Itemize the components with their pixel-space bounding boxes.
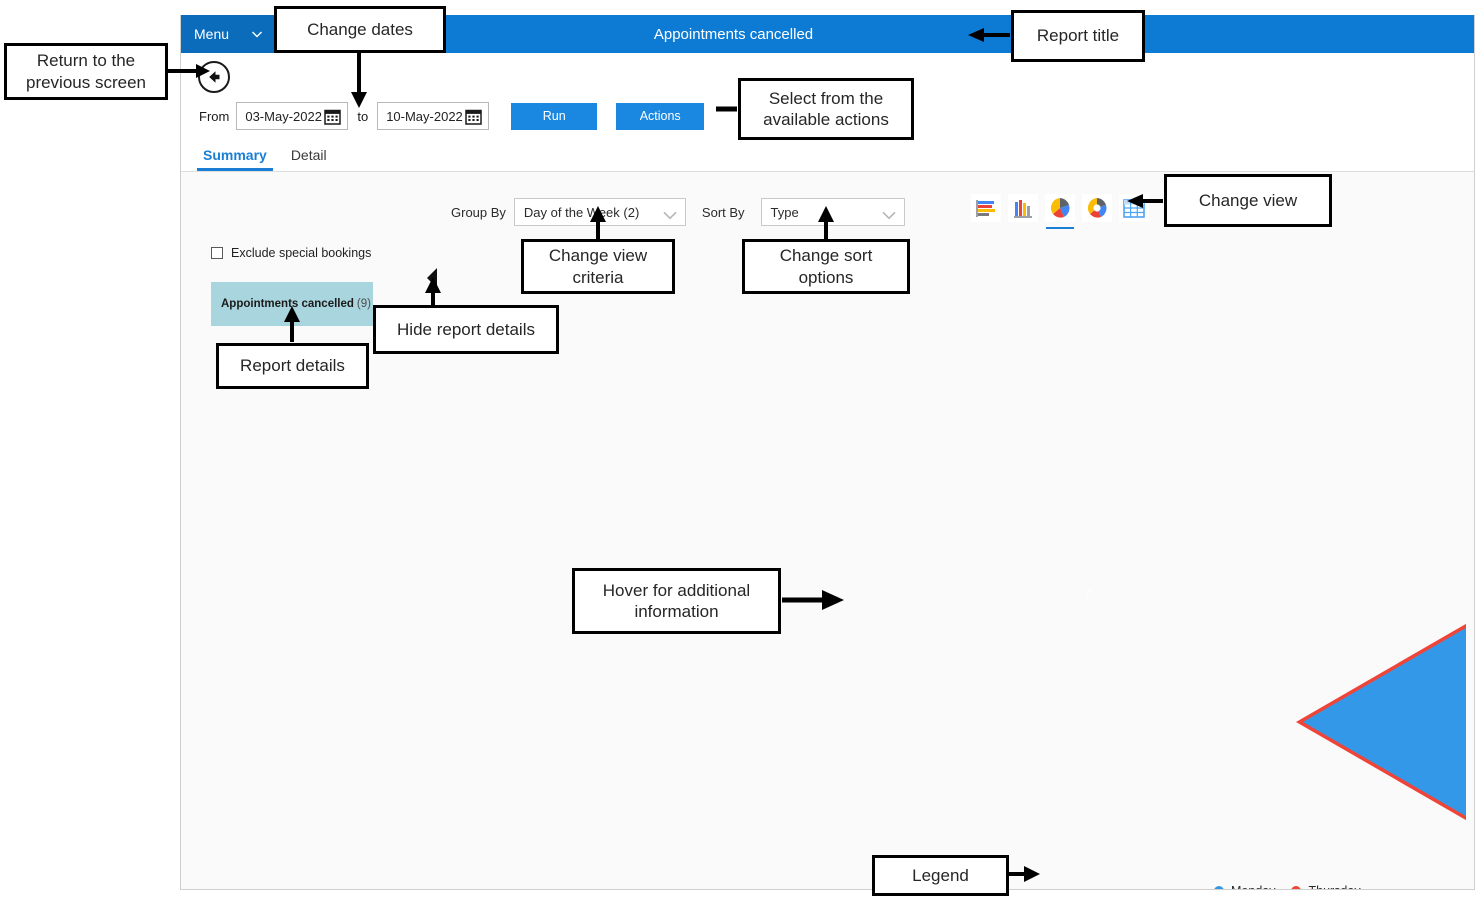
annotation-text: Report details <box>240 356 345 376</box>
to-label: to <box>357 108 369 124</box>
annotation-text: Change view criteria <box>548 246 648 287</box>
menu-button-label: Menu <box>194 26 230 42</box>
annotation-text: Return to the previous screen <box>25 51 146 92</box>
pie-chart-icon[interactable] <box>1045 194 1075 229</box>
view-switcher <box>971 194 1149 229</box>
report-details-count: (9) <box>356 298 371 310</box>
legend-label-thursday: Thursday <box>1308 884 1360 889</box>
checkbox-box[interactable] <box>211 247 223 259</box>
hide-report-details-toggle[interactable] <box>425 267 439 289</box>
from-date-value: 03-May-2022 <box>245 108 322 124</box>
exclude-special-bookings-checkbox[interactable]: Exclude special bookings <box>211 246 371 260</box>
menu-button[interactable]: Menu <box>181 15 274 53</box>
annotation-change-view-criteria: Change view criteria <box>521 239 675 294</box>
annotation-text: Legend <box>912 865 969 885</box>
annotation-hover-info: Hover for additional information <box>572 568 781 634</box>
stacked-bar-chart-icon[interactable] <box>971 194 1001 222</box>
legend-dot-thursday <box>1291 886 1302 889</box>
group-by-label: Group By <box>451 204 506 220</box>
to-date-input[interactable]: 10-May-2022 <box>377 102 490 130</box>
calendar-icon[interactable] <box>324 108 342 125</box>
column-chart-icon[interactable] <box>1008 194 1038 222</box>
calendar-icon[interactable] <box>465 108 482 125</box>
chevron-down-icon <box>663 208 677 220</box>
pie-slice-label-thursday: 7 <box>1085 586 1092 600</box>
annotation-change-dates: Change dates <box>274 6 446 53</box>
to-date-value: 10-May-2022 <box>386 108 463 124</box>
actions-button[interactable]: Actions <box>616 102 705 130</box>
annotation-report-details: Report details <box>216 343 369 389</box>
pie-chart: 7 2 Monday 2 22.22% Monday <box>606 177 1466 889</box>
chart-legend: Monday Thursday <box>1214 884 1361 889</box>
page-title: Appointments cancelled <box>653 25 814 43</box>
chevron-down-icon <box>881 208 896 220</box>
annotation-hide-report-details: Hide report details <box>373 305 559 354</box>
legend-item-monday[interactable]: Monday <box>1214 884 1275 889</box>
tab-summary[interactable]: Summary <box>191 147 279 171</box>
annotation-select-actions: Select from the available actions <box>738 78 914 140</box>
annotation-change-sort-options: Change sort options <box>742 239 910 294</box>
application-window: Appointments cancelled Menu From 03-May-… <box>180 15 1475 890</box>
annotation-text: Change dates <box>307 19 413 39</box>
annotation-text: Change sort options <box>779 246 873 287</box>
annotation-legend: Legend <box>872 855 1009 896</box>
report-details-card[interactable]: Appointments cancelled(9) <box>211 282 373 326</box>
group-by-value: Day of the Week (2) <box>523 204 640 220</box>
annotation-text: Hide report details <box>397 319 535 339</box>
run-button[interactable]: Run <box>511 102 598 130</box>
tab-divider <box>181 171 1474 172</box>
tab-detail[interactable]: Detail <box>290 147 327 163</box>
annotation-report-title: Report title <box>1011 10 1145 62</box>
legend-item-thursday[interactable]: Thursday <box>1291 884 1361 889</box>
annotation-text: Hover for additional information <box>602 580 751 621</box>
annotation-change-view: Change view <box>1164 174 1332 227</box>
legend-dot-monday <box>1214 886 1224 889</box>
legend-label-monday: Monday <box>1231 884 1275 889</box>
annotation-text: Report title <box>1036 26 1120 46</box>
donut-chart-icon[interactable] <box>1082 194 1112 222</box>
sort-by-label: Sort By <box>701 204 745 220</box>
annotation-return-previous: Return to the previous screen <box>4 43 168 100</box>
chevron-down-icon <box>251 28 262 39</box>
tab-bar: Summary Detail <box>191 137 339 171</box>
from-date-input[interactable]: 03-May-2022 <box>236 102 349 130</box>
sort-by-value: Type <box>770 204 799 220</box>
triangle-left-icon <box>427 268 437 288</box>
pie-slice-monday[interactable] <box>1303 597 1466 847</box>
from-label: From <box>199 108 230 124</box>
back-button[interactable] <box>198 61 230 93</box>
report-details-title: Appointments cancelled <box>221 298 354 310</box>
annotation-text: Select from the available actions <box>763 88 889 129</box>
annotation-text: Change view <box>1198 190 1298 210</box>
date-toolbar: From 03-May-2022 to <box>191 95 705 137</box>
exclude-special-bookings-label: Exclude special bookings <box>231 246 372 260</box>
arrow-left-icon <box>209 71 220 83</box>
